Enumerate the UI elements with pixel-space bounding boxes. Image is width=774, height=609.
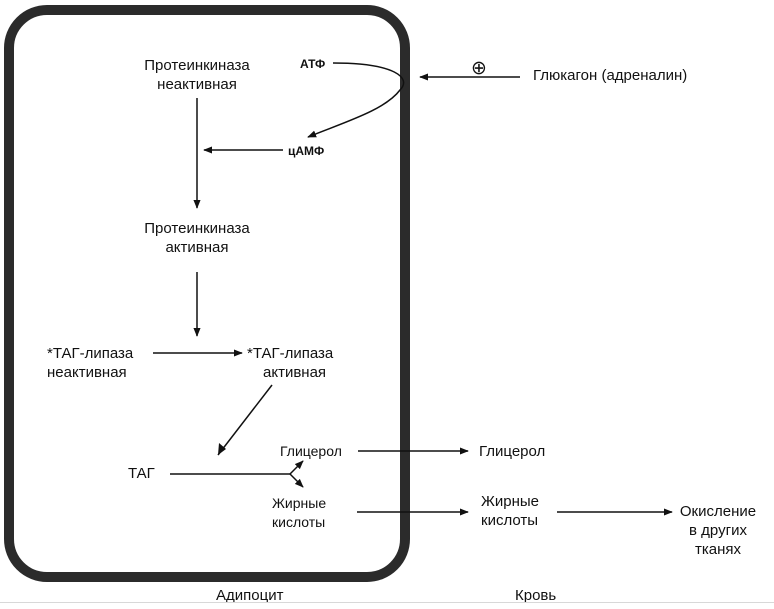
lipase-to-tag-arrowhead: [218, 443, 226, 455]
bottom-divider: [0, 602, 774, 603]
tag-to-glycerol-branch: [289, 460, 304, 475]
lipase-to-tag-arrow: [217, 384, 273, 456]
protein-kinase-inactive-label: Протеинкиназа неактивная: [144, 57, 250, 93]
plus-stimulation-symbol: ⊕: [471, 58, 487, 79]
glycerol-blood-label: Глицерол: [479, 443, 546, 460]
tag-lipase-active-label: *ТАГ-липаза активная: [247, 345, 334, 381]
atp-to-camp-arrow: [307, 62, 405, 138]
tag-label: ТАГ: [128, 465, 155, 482]
glycerol-intracellular-label: Глицерол: [280, 443, 342, 459]
protein-kinase-active-label: Протеинкиназа активная: [144, 220, 250, 256]
oxidation-in-tissues-label: Окисление в других тканях: [679, 503, 757, 558]
adipocyte-caption: Адипоцит: [216, 587, 284, 604]
hormone-label: Глюкагон (адреналин): [533, 67, 688, 84]
tag-lipase-inactive-label: *ТАГ-липаза неактивная: [47, 345, 134, 381]
camp-label: цАМФ: [288, 144, 325, 158]
tag-to-fatty-acids-branch: [289, 473, 304, 488]
blood-caption: Кровь: [515, 587, 557, 604]
fatty-acids-blood-label: Жирные кислоты: [481, 493, 539, 529]
atp-label: АТФ: [300, 57, 326, 71]
adipocyte-cell-boundary: [4, 5, 410, 582]
fatty-acids-intracellular-label: Жирные кислоты: [272, 495, 327, 530]
